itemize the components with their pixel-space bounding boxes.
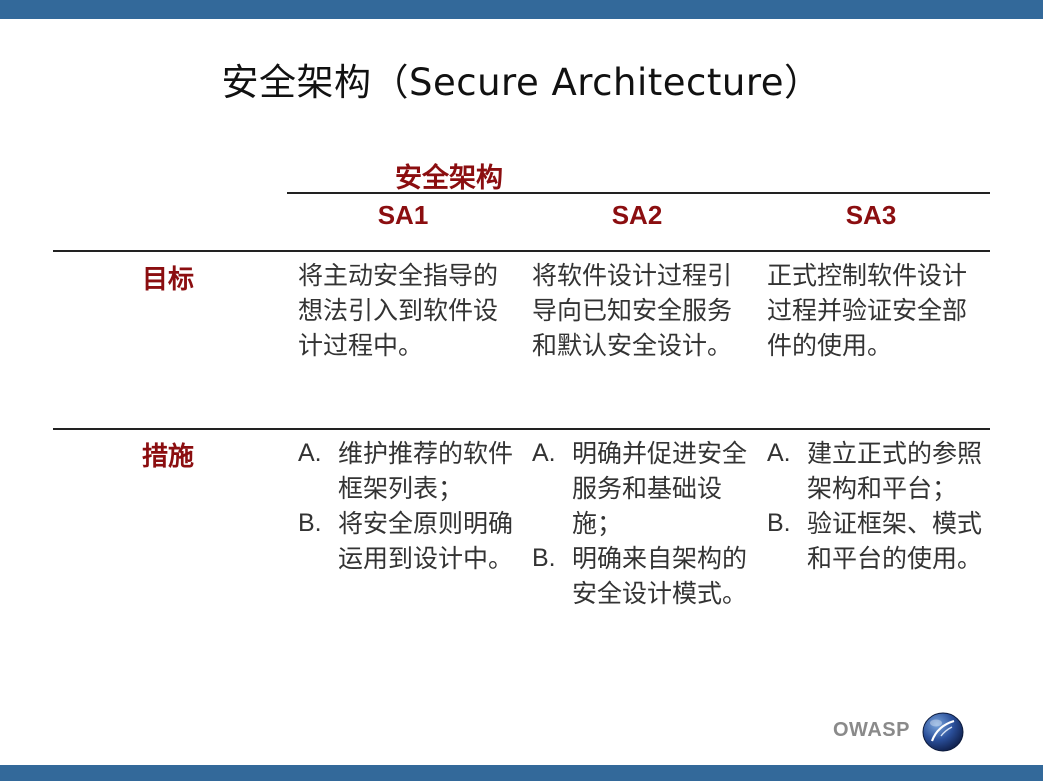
list-marker: A. xyxy=(532,439,556,467)
list-item-text: 明确来自架构的安全设计模式。 xyxy=(572,544,748,608)
measures-list-sa2: A. 明确并促进安全服务和基础设施； B. 明确来自架构的安全设计模式。 xyxy=(532,436,747,611)
owasp-globe-icon xyxy=(922,712,964,752)
list-marker: B. xyxy=(767,509,791,537)
list-marker: A. xyxy=(298,439,322,467)
section-heading: 安全架构 xyxy=(395,163,503,194)
row-label-goal: 目标 xyxy=(142,265,195,295)
top-accent-bar xyxy=(0,0,1043,19)
measures-cell-sa1: A. 维护推荐的软件框架列表； B. 将安全原则明确运用到设计中。 xyxy=(298,436,513,576)
column-header-sa1: SA1 xyxy=(377,200,429,230)
measures-cell-sa3: A. 建立正式的参照架构和平台； B. 验证框架、模式和平台的使用。 xyxy=(767,436,982,576)
header-separator-rule xyxy=(53,250,990,252)
list-item: B. 明确来自架构的安全设计模式。 xyxy=(532,541,747,611)
list-marker: A. xyxy=(767,439,791,467)
slide-title: 安全架构（Secure Architecture） xyxy=(221,61,822,104)
list-item-text: 维护推荐的软件框架列表； xyxy=(338,439,514,503)
goal-cell-sa2: 将软件设计过程引导向已知安全服务和默认安全设计。 xyxy=(532,258,747,363)
goal-cell-sa1: 将主动安全指导的想法引入到软件设计过程中。 xyxy=(298,258,513,363)
row-separator-rule xyxy=(53,428,990,430)
goal-cell-sa3: 正式控制软件设计过程并验证安全部件的使用。 xyxy=(767,258,982,363)
list-item: A. 维护推荐的软件框架列表； xyxy=(298,436,513,506)
measures-list-sa1: A. 维护推荐的软件框架列表； B. 将安全原则明确运用到设计中。 xyxy=(298,436,513,576)
column-header-sa3: SA3 xyxy=(845,200,897,230)
measures-list-sa3: A. 建立正式的参照架构和平台； B. 验证框架、模式和平台的使用。 xyxy=(767,436,982,576)
list-item: B. 验证框架、模式和平台的使用。 xyxy=(767,506,982,576)
bottom-accent-bar xyxy=(0,765,1043,781)
list-marker: B. xyxy=(298,509,322,537)
row-label-measures: 措施 xyxy=(142,442,195,472)
goal-text-sa2: 将软件设计过程引导向已知安全服务和默认安全设计。 xyxy=(532,261,733,360)
list-item-text: 将安全原则明确运用到设计中。 xyxy=(338,509,514,573)
list-item-text: 验证框架、模式和平台的使用。 xyxy=(807,509,983,573)
list-marker: B. xyxy=(532,544,556,572)
list-item-text: 明确并促进安全服务和基础设施； xyxy=(572,439,748,538)
goal-text-sa3: 正式控制软件设计过程并验证安全部件的使用。 xyxy=(767,261,968,360)
column-header-sa2: SA2 xyxy=(611,200,663,230)
goal-text-sa1: 将主动安全指导的想法引入到软件设计过程中。 xyxy=(298,261,499,360)
measures-cell-sa2: A. 明确并促进安全服务和基础设施； B. 明确来自架构的安全设计模式。 xyxy=(532,436,747,611)
list-item: B. 将安全原则明确运用到设计中。 xyxy=(298,506,513,576)
list-item: A. 明确并促进安全服务和基础设施； xyxy=(532,436,747,541)
table-top-rule xyxy=(287,192,990,194)
list-item-text: 建立正式的参照架构和平台； xyxy=(807,439,983,503)
list-item: A. 建立正式的参照架构和平台； xyxy=(767,436,982,506)
owasp-logo-text: OWASP xyxy=(833,719,910,741)
